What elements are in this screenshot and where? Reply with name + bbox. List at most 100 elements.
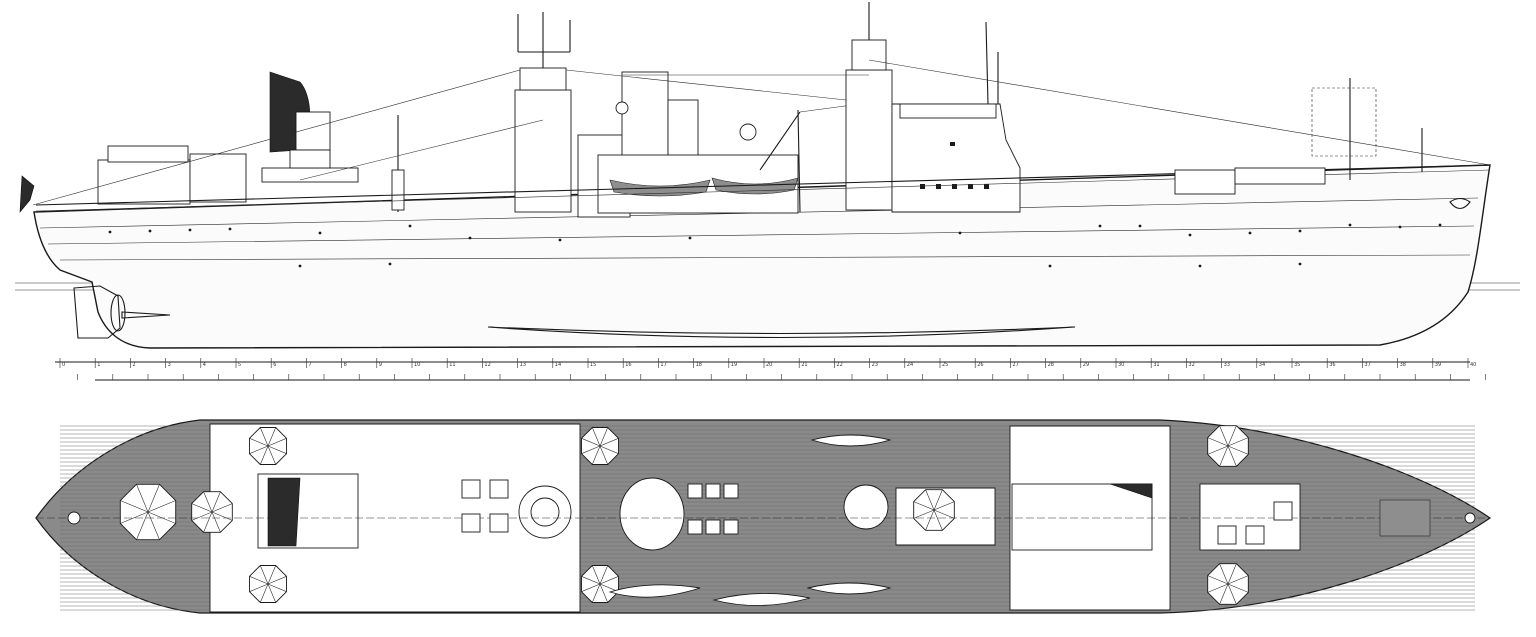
gun-mount-spoke [260, 583, 269, 603]
midship-crane-house [667, 99, 699, 161]
scale-label: 3 [168, 362, 171, 368]
gun-mount-spoke [1219, 563, 1229, 585]
derrick-post [797, 109, 801, 213]
bilge-keel [487, 326, 1076, 339]
scale-label: 33 [1224, 362, 1230, 368]
scale-label: 15 [590, 362, 596, 368]
plan-boat-1 [608, 584, 701, 598]
scale-label: 36 [1329, 362, 1335, 368]
gun-mount-spoke [147, 500, 176, 513]
gun-mount-spoke [267, 583, 276, 603]
funnel-plan [619, 477, 685, 551]
gun-mount-spoke [599, 565, 608, 585]
rudder [73, 285, 121, 339]
gun-mount-spoke [925, 489, 935, 511]
anchor-windlass [1379, 499, 1431, 537]
aft-deckhouse [97, 159, 191, 205]
gun-mount-spoke [592, 445, 601, 465]
cargo-hatch-cover [1011, 483, 1153, 551]
scale-label: 37 [1364, 362, 1370, 368]
gun-mount-spoke [147, 511, 160, 540]
radar-outline [1311, 87, 1377, 157]
gun-mount-spoke [267, 565, 276, 585]
scale-label: 12 [484, 362, 490, 368]
scale-label: 0 [62, 362, 65, 368]
aft-gun-house [189, 153, 247, 203]
gun-mount-spoke [211, 511, 233, 521]
radar-base [289, 149, 331, 169]
gun-mount-spoke [1207, 583, 1229, 593]
scale-label: 39 [1435, 362, 1441, 368]
aft-mast-house [391, 169, 405, 211]
gun-mount-spoke [191, 503, 213, 513]
director [615, 101, 629, 115]
gun-mounts [119, 425, 1249, 605]
propeller [110, 294, 126, 332]
scale-label: 4 [203, 362, 206, 368]
scale-label: 20 [766, 362, 772, 368]
scale-label: 7 [308, 362, 311, 368]
gun-mount-spoke [211, 503, 233, 513]
scale-label: 30 [1118, 362, 1124, 368]
gun-mount-spoke [1227, 583, 1237, 605]
gun-mount-spoke [581, 583, 601, 592]
scale-label: 10 [414, 362, 420, 368]
bridge-wing [899, 103, 997, 119]
gun-mount-spoke [249, 583, 269, 592]
gun-mount-spoke [581, 445, 601, 454]
gun-mount-spoke [1227, 437, 1249, 447]
main-mast-plan-inner [530, 497, 560, 527]
gun-mount-spoke [933, 509, 943, 531]
gun-mount-spoke [260, 445, 269, 465]
gun-mount-spoke [267, 576, 287, 585]
scale-label: 2 [132, 362, 135, 368]
bridge-superstructure [891, 103, 1021, 213]
propeller-shaft [121, 311, 171, 319]
gun-mount-spoke [120, 511, 149, 524]
derrick-boom [759, 111, 801, 171]
gun-mount-spoke [1207, 437, 1229, 447]
scale-label: 26 [977, 362, 983, 368]
gun-mount-spoke [1227, 583, 1249, 593]
fore-mast-plan [843, 484, 889, 530]
anchor [1449, 197, 1471, 210]
main-mast-platform [519, 67, 567, 91]
scale-label: 22 [836, 362, 842, 368]
radar-pedestal [295, 111, 331, 151]
gun-mount-spoke [1227, 445, 1249, 455]
gun-mount-spoke [136, 484, 149, 513]
midship-tower [621, 71, 669, 157]
forecastle-deckhouse [1174, 169, 1236, 195]
gun-mount-spoke [191, 511, 213, 521]
radar-platform [261, 167, 359, 183]
bow-capstan [1464, 512, 1476, 524]
gun-mount-spoke [211, 511, 221, 533]
scale-label: 28 [1048, 362, 1054, 368]
scale-label: 8 [344, 362, 347, 368]
scale-label: 23 [872, 362, 878, 368]
gun-mount-spoke [1227, 445, 1237, 467]
scale-label: 31 [1153, 362, 1159, 368]
gun-mount-spoke [267, 445, 276, 465]
main-mast-tower [514, 89, 572, 213]
bridge-windows [920, 142, 989, 189]
deck-plan [35, 419, 1492, 614]
plan-boat-4 [810, 434, 892, 447]
belt-line [47, 225, 1475, 245]
gun-mount-spoke [933, 501, 955, 511]
side-elevation [15, 2, 1520, 349]
gun-mount-spoke [260, 427, 269, 447]
gun-mount-spoke [1219, 425, 1229, 447]
portholes [108, 223, 1442, 268]
gun-mount-spoke [203, 511, 213, 533]
gun-mount-spoke [203, 491, 213, 513]
searchlight [739, 123, 757, 141]
gun-mount-spoke [1207, 445, 1229, 455]
scale-label: 21 [801, 362, 807, 368]
scale-label: 40 [1470, 362, 1476, 368]
gun-mount-spoke [599, 445, 608, 465]
gun-mount-spoke [599, 427, 608, 447]
